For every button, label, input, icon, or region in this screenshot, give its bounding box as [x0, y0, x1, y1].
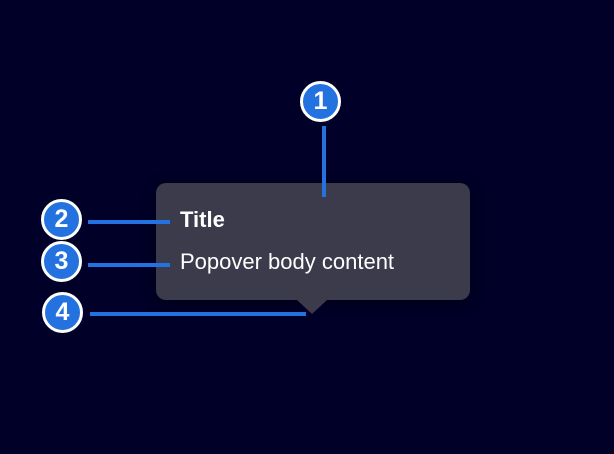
- marker-1-number: 1: [313, 87, 328, 115]
- marker-3-number: 3: [54, 247, 69, 275]
- marker-3-leader-line: [88, 263, 170, 267]
- marker-2-number: 2: [54, 205, 69, 233]
- marker-1-leader-line: [322, 126, 326, 197]
- popover-caret-icon: [297, 300, 327, 314]
- marker-3: 3: [41, 241, 82, 282]
- marker-2: 2: [41, 199, 82, 240]
- popover-body: Popover body content: [180, 249, 395, 274]
- marker-4: 4: [42, 292, 83, 333]
- marker-4-leader-line: [90, 312, 306, 316]
- marker-1: 1: [300, 81, 341, 122]
- popover: Title Popover body content: [156, 183, 470, 314]
- marker-2-leader-line: [88, 220, 170, 224]
- popover-title: Title: [180, 207, 225, 232]
- marker-4-number: 4: [55, 298, 70, 326]
